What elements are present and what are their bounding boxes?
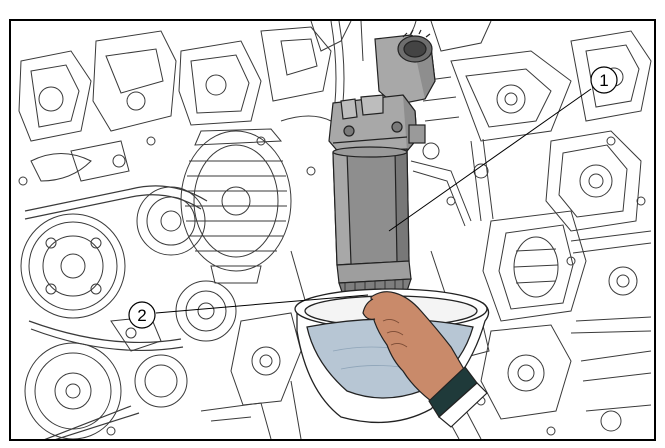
engine-illustration: 1 2 — [18, 21, 652, 439]
lower-components — [110, 312, 490, 439]
diagram-frame: 1 2 — [9, 19, 656, 441]
bolts — [18, 136, 646, 436]
upper-left-components — [18, 26, 332, 182]
engine-block-right — [440, 130, 652, 439]
callout-2-label: 2 — [137, 306, 146, 325]
callout-1-circle — [590, 66, 618, 94]
drive-belt — [24, 185, 208, 439]
alternator — [180, 128, 292, 284]
lower-pulley — [24, 342, 122, 439]
filter-canister — [332, 146, 410, 266]
engine-line-art — [18, 21, 652, 439]
callout-2: 2 — [128, 294, 369, 329]
fuel-filter-assembly — [328, 29, 436, 367]
callout-1: 1 — [388, 66, 618, 232]
callout-2-circle — [128, 301, 156, 329]
crankshaft-pulley — [20, 213, 126, 319]
engine-block-top — [310, 21, 652, 222]
technician-hand — [362, 291, 488, 428]
filter-head — [328, 94, 426, 156]
leader-line-2 — [155, 294, 369, 314]
idler-pulley — [134, 186, 237, 408]
callout-1-label: 1 — [599, 71, 608, 90]
leader-line-1 — [388, 88, 592, 232]
filter-inlet-elbow — [374, 29, 436, 106]
